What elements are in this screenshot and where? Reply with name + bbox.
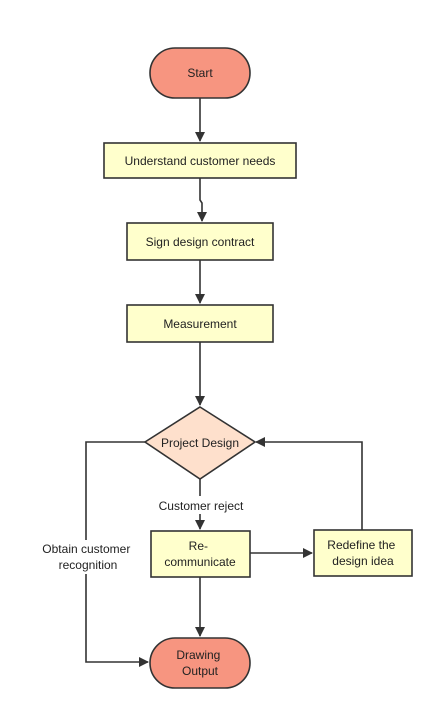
project-design-label: Project Design <box>161 436 239 450</box>
edge-label-bg-recognition <box>36 540 140 574</box>
redefine-line-1: Redefine the <box>327 538 395 552</box>
node-drawing-output: Drawing Output <box>149 637 251 689</box>
edge-label-obtain-recognition: Obtain customer recognition <box>42 542 133 572</box>
edge-label-customer-reject: Customer reject <box>159 499 244 513</box>
contract-label: Sign design contract <box>146 235 255 249</box>
node-redefine-design-idea: Redefine the design idea <box>313 529 413 577</box>
node-project-design: Project Design <box>143 406 257 480</box>
recommunicate-shape <box>150 530 251 578</box>
recommunicate-label: Re- communicate <box>164 539 236 569</box>
redefine-shape <box>313 529 413 577</box>
node-sign-design-contract: Sign design contract <box>126 222 274 261</box>
output-shape <box>149 637 251 689</box>
edge-label-obtain-line-1: Obtain customer <box>42 542 130 556</box>
recommunicate-line-2: communicate <box>164 555 236 569</box>
node-measurement: Measurement <box>126 304 274 343</box>
edge-redefine-to-design <box>255 437 363 530</box>
output-label: Drawing Output <box>176 648 223 678</box>
project-design-shape <box>143 406 257 480</box>
measurement-label: Measurement <box>163 317 237 331</box>
start-label: Start <box>187 66 213 80</box>
node-understand-customer-needs: Understand customer needs <box>103 142 297 179</box>
node-start: Start <box>149 47 251 99</box>
edge-label-bg-reject <box>150 496 250 514</box>
redefine-line-2: design idea <box>332 554 394 568</box>
measurement-shape <box>126 304 274 343</box>
node-recommunicate: Re- communicate <box>150 530 251 578</box>
understand-shape <box>103 142 297 179</box>
edge-understand-to-contract <box>197 178 207 222</box>
redefine-label: Redefine the design idea <box>327 538 398 568</box>
start-shape <box>149 47 251 99</box>
output-line-1: Drawing <box>176 648 220 662</box>
recommunicate-line-1: Re- <box>189 539 208 553</box>
edge-label-obtain-line-2: recognition <box>59 558 118 572</box>
understand-label: Understand customer needs <box>125 154 276 168</box>
contract-shape <box>126 222 274 261</box>
output-line-2: Output <box>182 664 219 678</box>
